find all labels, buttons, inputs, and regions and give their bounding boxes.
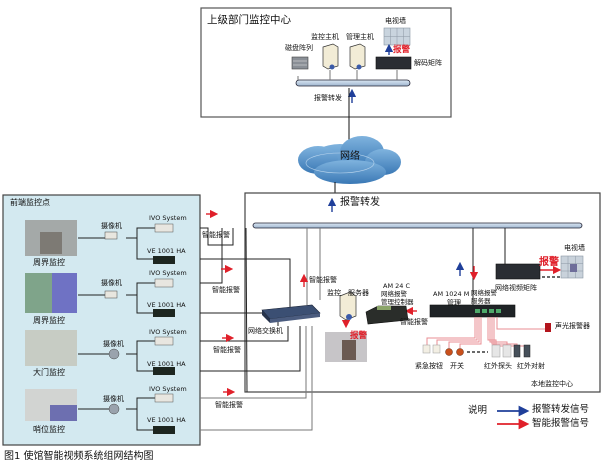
smart-alarm-label: 智能报警 — [213, 346, 241, 354]
am24c-line1-label: 网络报警 — [381, 290, 407, 298]
monitor-label: 监控 — [327, 289, 341, 297]
switch-label: 开关 — [450, 362, 464, 370]
smart-alarm-label: 智能报警 — [215, 401, 243, 409]
site-name: 哨位监控 — [33, 425, 65, 434]
am1024m-model-label: AM 1024 M — [433, 290, 470, 298]
upper-alarm-label: 报警 — [393, 45, 411, 55]
ivo-system-label: IVO System — [149, 385, 187, 393]
ve1001ha-label: VE 1001 HA — [147, 247, 186, 255]
switch-icon — [445, 348, 453, 356]
manage-host-label: 管理主机 — [346, 33, 374, 41]
upper-tv-wall-label: 电视墙 — [385, 17, 406, 25]
upper-bus — [295, 79, 411, 87]
server-icon — [339, 291, 357, 321]
ivo-system-label: IVO System — [149, 328, 187, 336]
video-matrix-label: 网络视频矩阵 — [495, 284, 537, 292]
figure-caption: 图1 使馆智能视频系统组网结构图 — [4, 451, 154, 462]
network-cloud — [298, 136, 401, 184]
monitor-host-icon — [322, 43, 339, 70]
site-name: 周界监控 — [33, 316, 65, 325]
am1024m-manage-label: 管理 — [447, 299, 461, 307]
smart-alarm-label: 智能报警 — [212, 286, 240, 294]
ir-beam-icon — [523, 344, 531, 358]
ve1001ha-label: VE 1001 HA — [147, 301, 186, 309]
am24c-line2-label: 管理控制器 — [381, 298, 414, 306]
upper-tv-wall-icon — [383, 27, 411, 46]
camera-label: 摄像机 — [101, 279, 122, 287]
emergency-button-label: 紧急按钮 — [415, 362, 443, 370]
server-label: 服务器 — [348, 289, 369, 297]
am1024m-server-icon — [429, 304, 516, 318]
local-tv-wall-label: 电视墙 — [564, 244, 585, 252]
frontend-title: 前端监控点 — [10, 198, 50, 207]
ve1001ha-label: VE 1001 HA — [147, 416, 186, 424]
switch-icon — [456, 348, 464, 356]
emergency-button-icon — [432, 344, 441, 354]
am1024m-line2-label: 服务器 — [471, 297, 491, 305]
network-switch-label: 网络交换机 — [248, 327, 283, 335]
ve1001ha-label: VE 1001 HA — [147, 360, 186, 368]
legend-forward-label: 报警转发信号 — [532, 404, 590, 415]
am24c-controller-icon — [365, 305, 409, 325]
upper-center-title: 上级部门监控中心 — [207, 14, 291, 26]
am24c-model-label: AM 24 C — [383, 282, 410, 290]
ir-beam-icon — [513, 344, 521, 358]
local-bus — [252, 222, 583, 229]
network-switch-icon — [261, 304, 321, 323]
sensor-wiring — [426, 317, 545, 348]
ir-probe-icon — [502, 344, 512, 358]
am1024m-line1-label: 网络报警 — [471, 289, 497, 297]
network-label: 网络 — [340, 151, 360, 162]
manage-host-icon — [349, 43, 366, 70]
sound-light-alarm-label: 声光报警器 — [555, 322, 590, 330]
disk-array-label: 磁盘阵列 — [285, 44, 313, 52]
ir-probe-icon — [491, 344, 501, 358]
emergency-button-icon — [422, 344, 431, 354]
site-name: 大门监控 — [33, 368, 65, 377]
disk-array-icon — [291, 56, 309, 70]
decoder-matrix-label: 解码矩阵 — [414, 59, 442, 67]
local-tv-wall-icon — [560, 255, 584, 279]
local-center-title: 本地监控中心 — [531, 380, 573, 388]
legend-title: 说明 — [468, 405, 488, 416]
smart-alarm-up-label: 智能报警 — [309, 276, 337, 284]
frontend-devices — [25, 220, 175, 434]
site-name: 周界监控 — [33, 258, 65, 267]
ir-beam-label: 红外对射 — [517, 362, 545, 370]
smart-alarm-label: 智能报警 — [202, 231, 230, 239]
ivo-system-label: IVO System — [149, 269, 187, 277]
ivo-system-label: IVO System — [149, 214, 187, 222]
sound-light-alarm-icon — [545, 323, 551, 332]
video-matrix-icon — [495, 263, 541, 280]
tv-alarm-label: 报警 — [539, 257, 559, 268]
decoder-matrix-icon — [375, 56, 412, 70]
ir-probe-label: 红外探头 — [484, 362, 512, 370]
legend-smart-label: 智能报警信号 — [532, 418, 590, 429]
camera-label: 摄像机 — [101, 222, 122, 230]
am24c-smart-alarm-label: 智能报警 — [400, 318, 428, 326]
local-alarm-forward-label: 报警转发 — [340, 197, 380, 208]
camera-label: 摄像机 — [103, 395, 124, 403]
frontend-wiring — [78, 227, 160, 431]
camera-label: 摄像机 — [103, 340, 124, 348]
upper-alarm-forward-label: 报警转发 — [314, 94, 342, 102]
monitor-host-label: 监控主机 — [311, 33, 339, 41]
server-alarm-label: 报警 — [350, 331, 368, 341]
